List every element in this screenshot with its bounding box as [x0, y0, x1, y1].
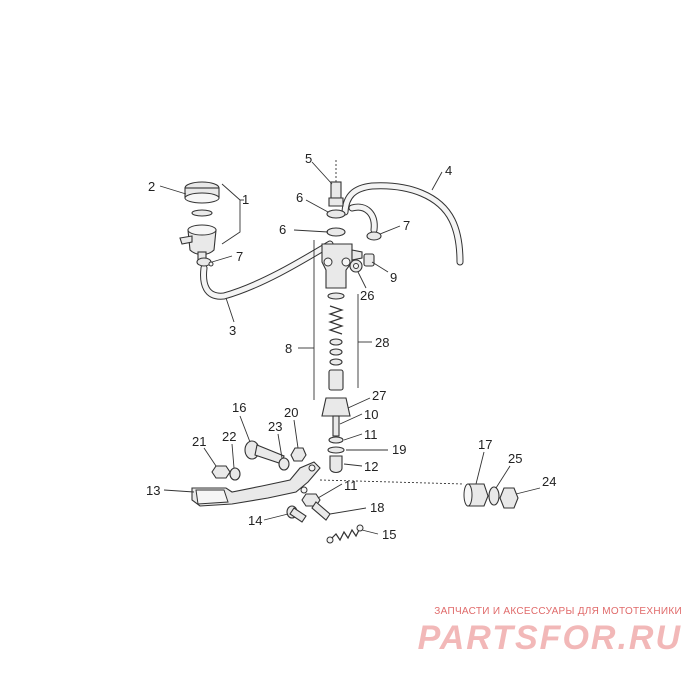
callout-25: 25	[508, 451, 522, 466]
nut-11-upper	[328, 436, 344, 444]
callout-7-right: 7	[403, 218, 410, 233]
pin-14	[286, 505, 307, 523]
callout-labels: 1 2 3 4 5 6 6 7 7 8 9 10 11 11 12 13 14 …	[146, 151, 556, 542]
callout-28: 28	[375, 335, 389, 350]
callout-7-left: 7	[236, 249, 243, 264]
hose-clamp-7-right	[366, 231, 382, 241]
washer-25	[488, 486, 500, 506]
callout-9: 9	[390, 270, 397, 285]
washer-6-lower	[326, 227, 346, 237]
callout-12: 12	[364, 459, 378, 474]
callout-26: 26	[360, 288, 374, 303]
hose-3	[200, 240, 334, 300]
callout-20: 20	[284, 405, 298, 420]
callout-4: 4	[445, 163, 452, 178]
callout-18: 18	[370, 500, 384, 515]
brake-pedal-13	[191, 461, 321, 507]
master-cylinder-8	[321, 243, 363, 289]
callout-10: 10	[364, 407, 378, 422]
callout-11-lower: 11	[344, 478, 358, 493]
callout-24: 24	[542, 474, 556, 489]
master-cylinder-kit-28	[327, 292, 345, 391]
callout-15: 15	[382, 527, 396, 542]
callout-2: 2	[148, 179, 155, 194]
nut-21	[211, 465, 231, 479]
callout-5: 5	[305, 151, 312, 166]
callout-14: 14	[248, 513, 262, 528]
callout-8: 8	[285, 341, 292, 356]
callout-6-lower: 6	[279, 222, 286, 237]
callout-17: 17	[478, 437, 492, 452]
pin-18	[311, 501, 331, 521]
callout-21: 21	[192, 434, 206, 449]
washer-6-upper	[326, 209, 346, 219]
watermark-tagline: ЗАПЧАСТИ И АКСЕССУАРЫ ДЛЯ МОТОТЕХНИКИ	[434, 606, 682, 617]
bleed-screw-5	[328, 181, 344, 207]
callout-22: 22	[222, 429, 236, 444]
callout-16: 16	[232, 400, 246, 415]
pivot-bolt-16	[244, 440, 285, 465]
reservoir-assembly	[179, 181, 220, 263]
watermark: ЗАПЧАСТИ И АКСЕССУАРЫ ДЛЯ МОТОТЕХНИКИ PA…	[382, 606, 682, 658]
callout-11-upper: 11	[364, 427, 378, 442]
bushing-17	[463, 483, 489, 507]
callout-23: 23	[268, 419, 282, 434]
hose-clamp-7-left	[196, 257, 214, 267]
return-spring-15	[326, 524, 364, 544]
washer-19	[327, 446, 345, 454]
callout-6-upper: 6	[296, 190, 303, 205]
boot-27	[321, 397, 351, 417]
nut-20	[290, 447, 307, 462]
push-rod-10	[332, 415, 340, 437]
callout-27: 27	[372, 388, 386, 403]
callout-3: 3	[229, 323, 236, 338]
washer-22	[229, 467, 241, 481]
clevis-12	[329, 455, 343, 474]
callout-1: 1	[242, 192, 249, 207]
nut-24	[499, 487, 519, 509]
washer-23	[278, 457, 290, 471]
fitting-9	[363, 253, 375, 267]
washer-26	[349, 259, 363, 273]
watermark-logo: PARTSFOR.RU	[417, 619, 682, 657]
callout-19: 19	[392, 442, 406, 457]
callout-13: 13	[146, 483, 160, 498]
leader-lines	[159, 161, 541, 535]
